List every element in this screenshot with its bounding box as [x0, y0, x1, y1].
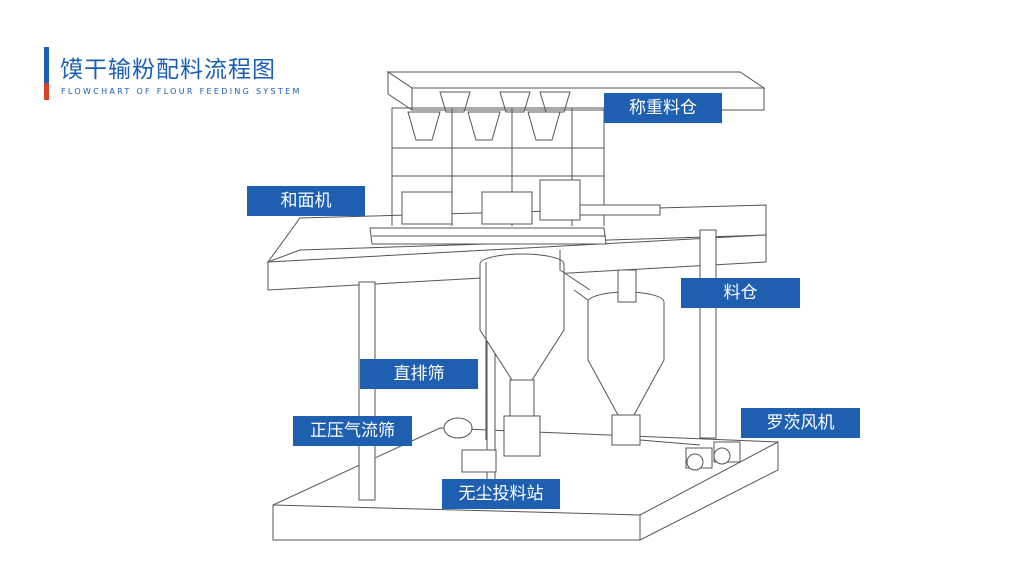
conveyor-rail [369, 204, 661, 245]
left-silo [479, 253, 565, 457]
weighing-bins-frame [391, 91, 605, 226]
right-silo [587, 269, 665, 446]
pipes [485, 250, 701, 446]
title-accent-bar [44, 47, 49, 100]
top-platform [386, 71, 766, 111]
dough-mixers [401, 179, 581, 225]
page-title: 馍干输粉配料流程图 [60, 57, 276, 83]
label-pressure-sieve: 正压气流筛 [293, 416, 412, 446]
page-subtitle: FLOWCHART OF FLOUR FEEDING SYSTEM [61, 87, 302, 96]
label-dough-mixer: 和面机 [247, 186, 365, 216]
label-bin: 料仓 [681, 278, 800, 308]
label-roots-blower: 罗茨风机 [741, 408, 860, 438]
accent-bar-bottom [44, 83, 49, 100]
pressure-sieve [443, 417, 497, 473]
label-weighing-bin: 称重料仓 [604, 93, 722, 123]
roots-blowers [685, 441, 741, 471]
label-straight-sieve: 直排筛 [360, 359, 478, 389]
label-dust-free-station: 无尘投料站 [442, 479, 560, 509]
accent-bar-top [44, 47, 49, 83]
